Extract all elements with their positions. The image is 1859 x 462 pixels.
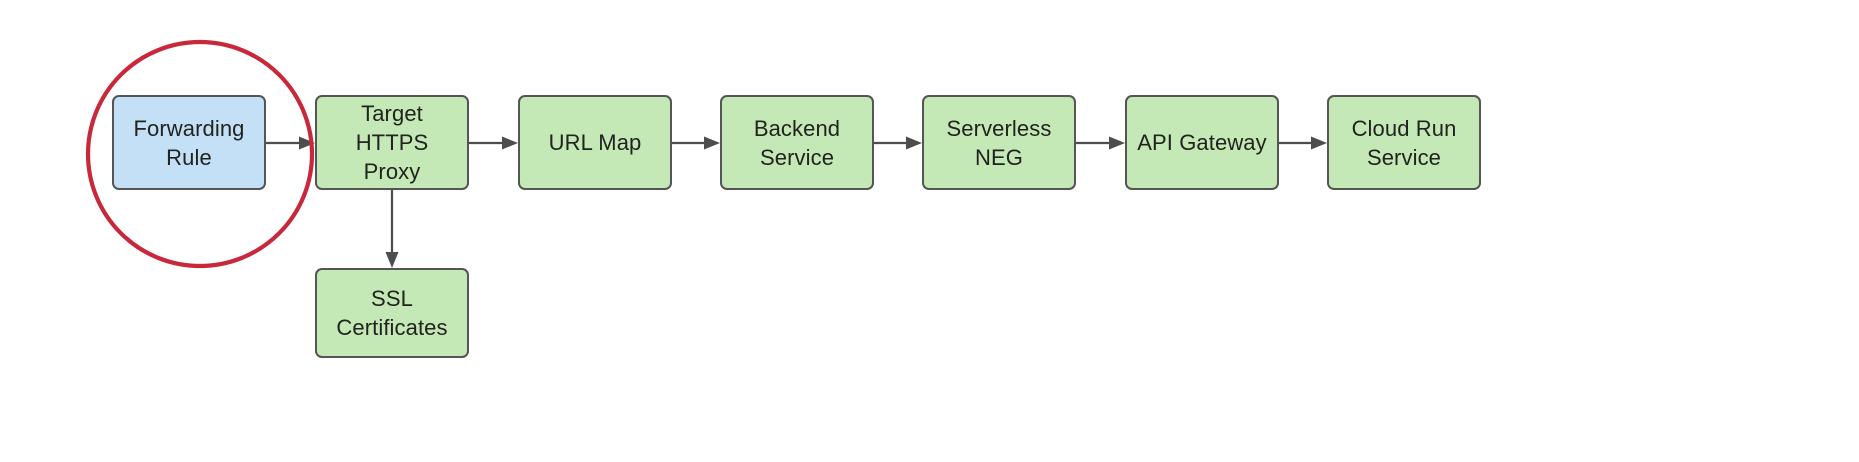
node-label-ssl-certificates: SSL Certificates [336,286,448,340]
node-label-target-https-proxy: Target HTTPS Proxy [355,101,429,184]
node-target-https-proxy[interactable]: Target HTTPS Proxy [315,95,469,190]
node-forwarding-rule[interactable]: Forwarding Rule [112,95,266,190]
node-ssl-certificates[interactable]: SSL Certificates [315,268,469,358]
node-url-map[interactable]: URL Map [518,95,672,190]
edge-target-https-proxy-to-ssl-certificates [385,190,399,268]
edge-serverless-neg-to-api-gateway [1076,136,1125,150]
node-label-url-map: URL Map [548,130,642,155]
node-label-backend-service: Backend Service [753,115,841,170]
node-label-cloud-run-service: Cloud Run Service [1351,115,1457,170]
edge-target-https-proxy-to-url-map [469,136,518,150]
node-label-serverless-neg: Serverless NEG [946,115,1052,170]
node-api-gateway[interactable]: API Gateway [1125,95,1279,190]
node-cloud-run-service[interactable]: Cloud Run Service [1327,95,1481,190]
edge-backend-service-to-serverless-neg [874,136,922,150]
edge-api-gateway-to-cloud-run-service [1279,136,1327,150]
node-backend-service[interactable]: Backend Service [720,95,874,190]
edge-forwarding-rule-to-target-https-proxy [266,136,315,150]
edge-url-map-to-backend-service [672,136,720,150]
node-label-api-gateway: API Gateway [1137,130,1267,155]
node-serverless-neg[interactable]: Serverless NEG [922,95,1076,190]
node-label-forwarding-rule: Forwarding Rule [133,115,245,170]
